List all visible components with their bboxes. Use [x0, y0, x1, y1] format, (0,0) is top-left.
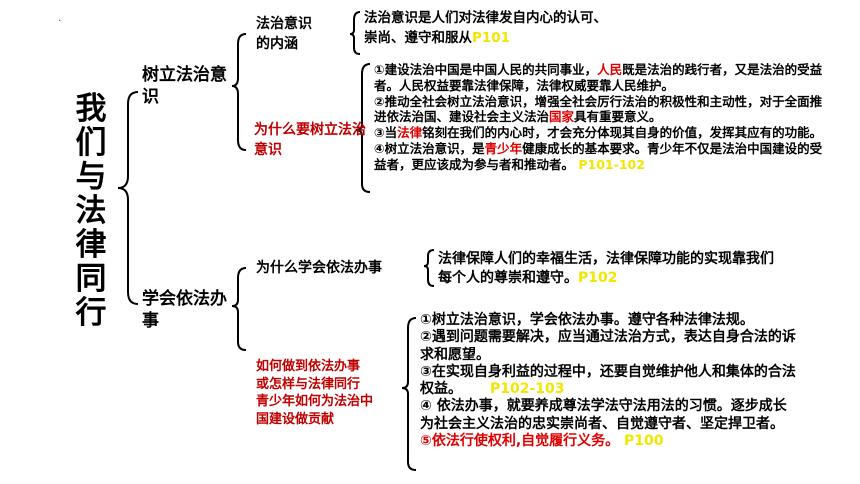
section1-label: 树立法治意识: [142, 65, 227, 107]
how-page-ref-a: P102-103: [490, 381, 565, 398]
sub2-page-ref: P101-102: [578, 156, 645, 172]
how-page-ref-b: P100: [624, 433, 664, 450]
how-label-2: 或怎样与法律同行: [256, 376, 361, 392]
point-3: ③当法律铭刻在我们的内心时，才会充分体现其自身的价值，发挥其应有的功能。: [374, 125, 823, 141]
how-point-3: ③在实现自身利益的过程中，还要自觉维护他人和集体的合法权益。P102-103: [420, 363, 796, 398]
point-1: ①建设法治中国是中国人民的共同事业，人民既是法治的践行者，又是法治的受益者。人民…: [374, 62, 823, 93]
section2-sub2-points: ①树立法治意识，学会依法办事。遵守各种法律法规。 ②遇到问题需要解决，应当通过法…: [420, 312, 798, 450]
section2-sub1-text: 法律保障人们的幸福生活，法律保障功能的实现靠我们每个人的尊崇和遵守。P102: [438, 250, 786, 287]
sub1-text-body: 法治意识是人们对法律发自内心的认可、崇尚、遵守和服从: [364, 10, 607, 46]
corner-dot: ·: [58, 16, 62, 27]
how-label-1: 如何做到依法办事: [256, 359, 361, 374]
point-2: ②推动全社会树立法治意识，增强全社会厉行法治的积极性和主动性，对于全面推进依法治…: [374, 93, 823, 125]
page-title: 我们与法律同行: [75, 91, 107, 331]
section1-sub1-text: 法治意识是人们对法律发自内心的认可、崇尚、遵守和服从P101: [364, 8, 612, 48]
section1-sub2-points: ①建设法治中国是中国人民的共同事业，人民既是法治的践行者，又是法治的受益者。人民…: [374, 62, 826, 173]
how-label-4: 国建设做贡献: [256, 411, 335, 427]
section2-sub1-page-ref: P102: [578, 269, 618, 286]
section2-sub1-label: 为什么学会依法办事: [256, 260, 382, 276]
section1-sub1-label: 法治意识的内涵: [256, 16, 312, 52]
how-point-2: ②遇到问题需要解决，应当通过法治方式，表达自身合法的诉求和愿望。: [420, 329, 796, 363]
section2-sub2-labels: 如何做到依法办事 或怎样与法律同行 青少年如何为法治中 国建设做贡献: [256, 358, 410, 428]
section2-label: 学会依法办事: [142, 289, 227, 331]
point-4: ④树立法治意识，是青少年健康成长的基本要求。青少年不仅是法治中国建设的受益者，更…: [374, 140, 823, 172]
sub1-page-ref: P101: [472, 30, 511, 46]
how-point-4: ④ 依法办事，就要养成尊法学法守法用法的习惯。逐步成长为社会主义法治的忠实崇尚者…: [420, 398, 787, 450]
section1-sub2-label: 为什么要树立法治意识: [254, 122, 366, 158]
how-point-5: ⑤依法行使权利,自觉履行义务。: [420, 433, 620, 450]
section2-sub1-body: 法律保障人们的幸福生活，法律保障功能的实现靠我们每个人的尊崇和遵守。: [438, 251, 774, 286]
how-point-1: ①树立法治意识，学会依法办事。遵守各种法律法规。: [420, 312, 754, 328]
how-label-3: 青少年如何为法治中: [256, 394, 374, 409]
